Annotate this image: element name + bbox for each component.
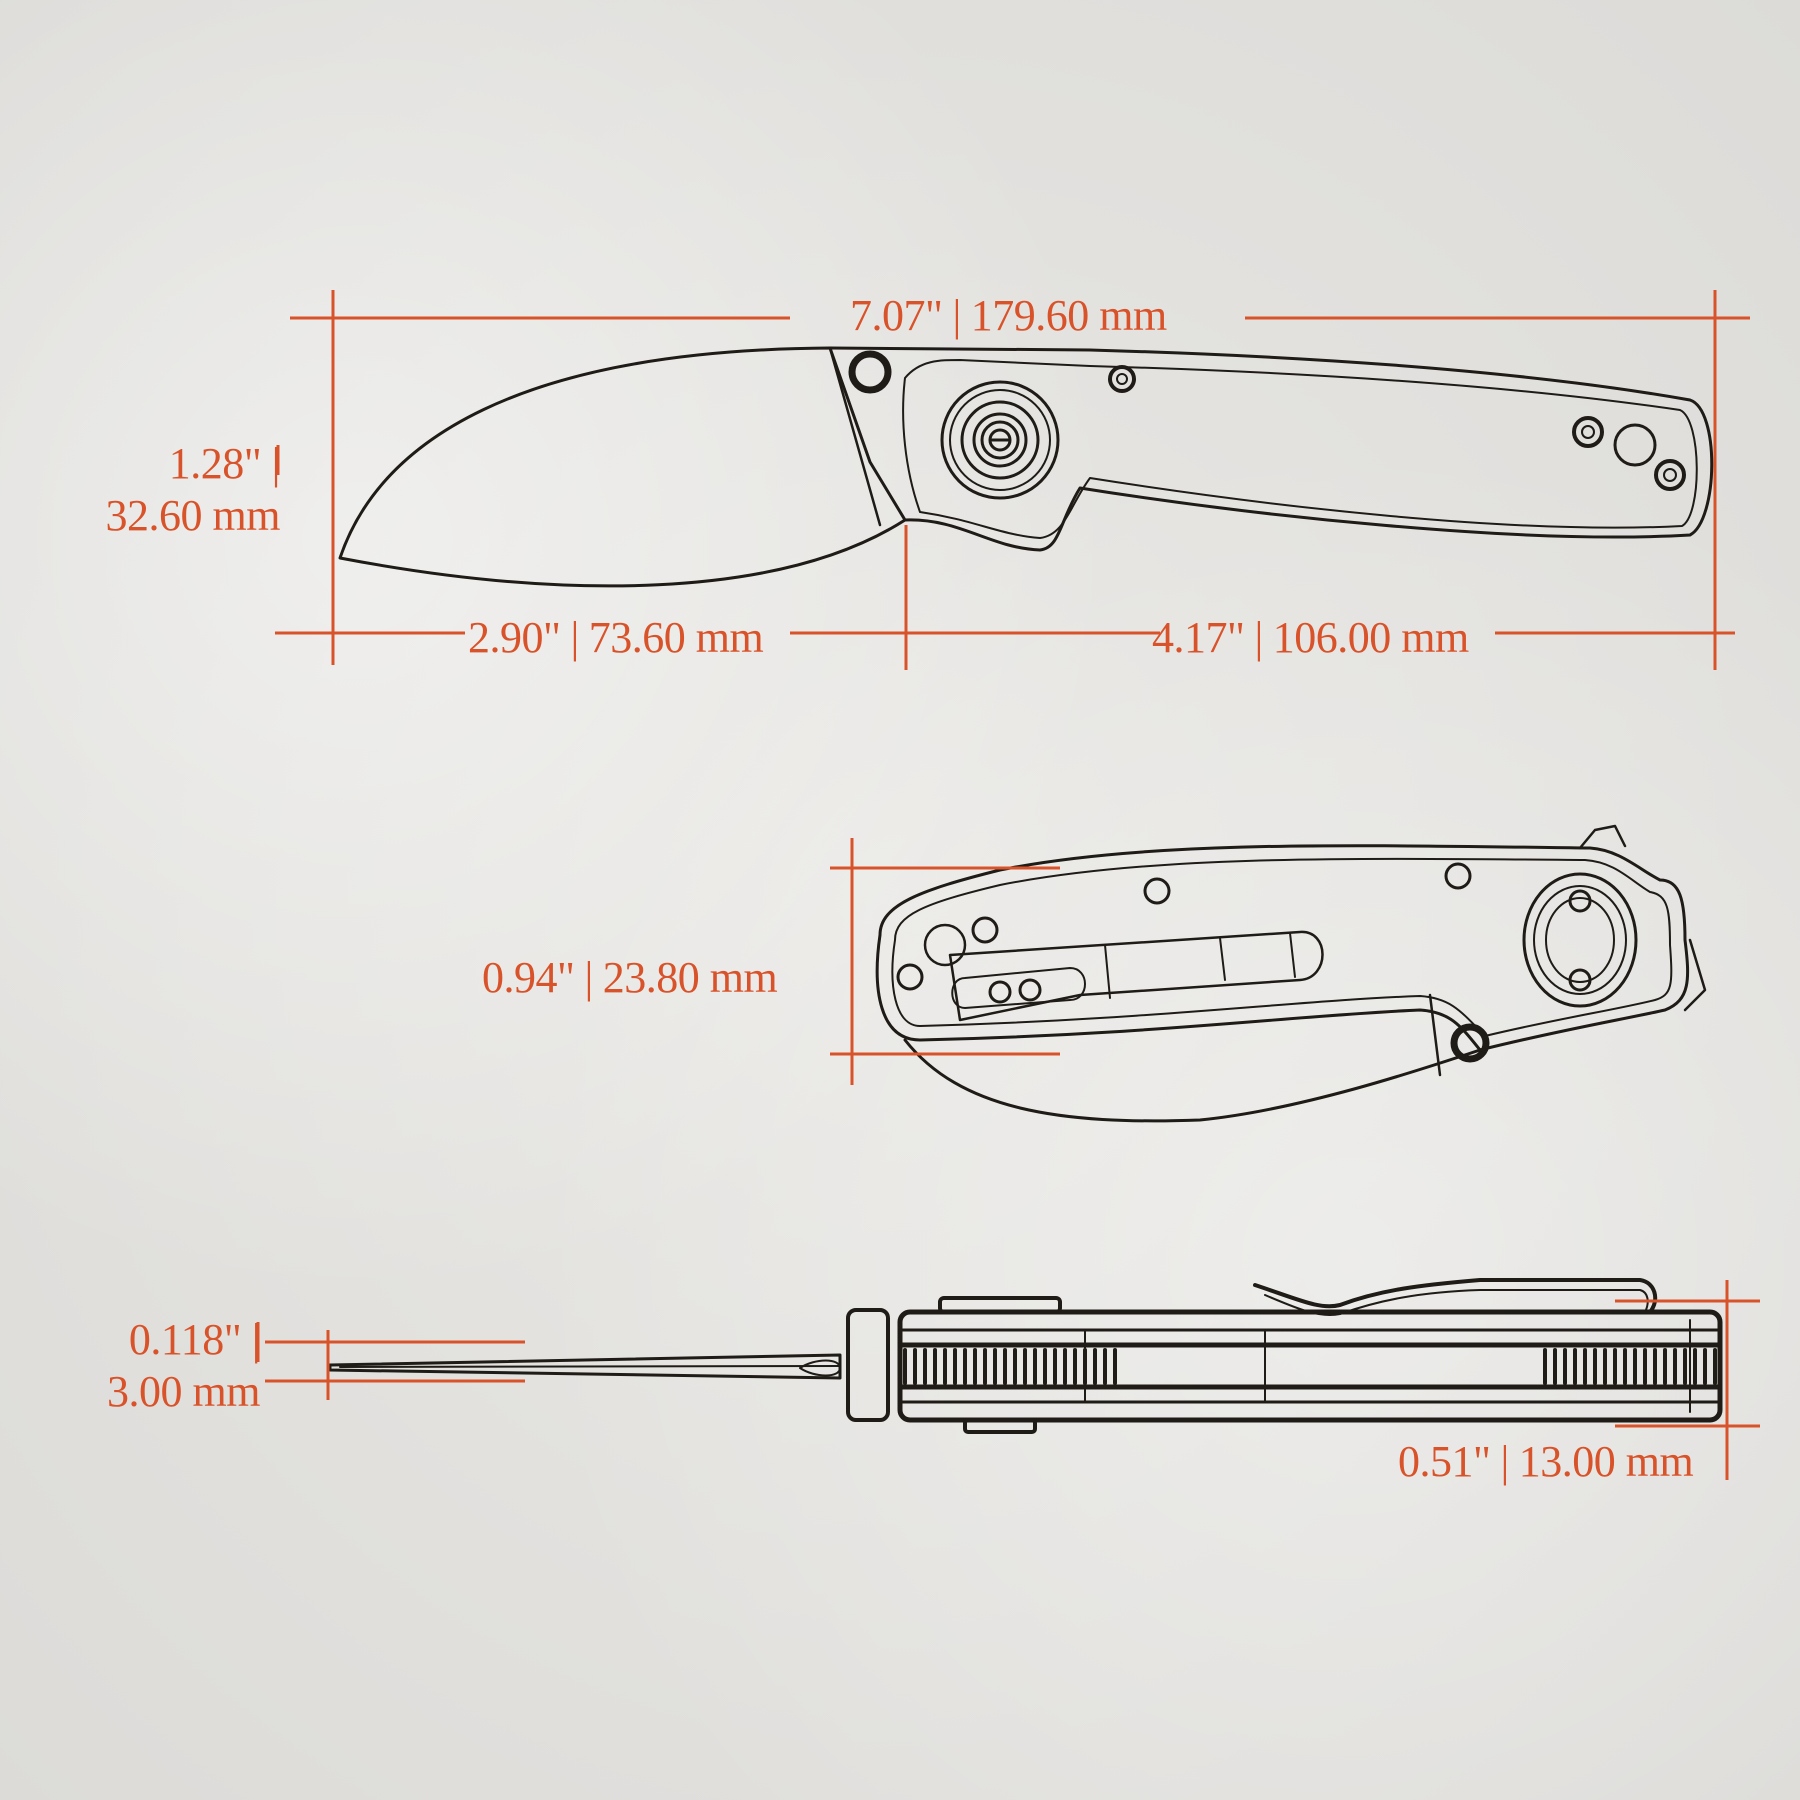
handle-width-label: 0.94"|23.80 mm — [482, 952, 778, 1004]
blade-length-inch: 2.90" — [468, 613, 561, 662]
screw-icon — [1108, 365, 1136, 393]
separator: | — [1500, 1437, 1509, 1486]
blade-outline — [338, 346, 907, 588]
closed-handle-outline — [875, 844, 1690, 1052]
screw-icon — [1444, 862, 1472, 890]
handle-thickness-label: 0.51"|13.00 mm — [1398, 1436, 1694, 1488]
screw-icon — [1654, 459, 1686, 491]
handle-length-mm: 106.00 mm — [1272, 613, 1469, 662]
pocket-clip-spine — [1253, 1278, 1658, 1314]
blade-thickness-label: 0.118" | 3.00 mm — [60, 1314, 260, 1418]
thumb-stud-icon — [848, 350, 892, 394]
screw-icon — [896, 963, 924, 991]
handle-thickness-inch: 0.51" — [1398, 1437, 1491, 1486]
blade-height-mm: 32.60 mm — [105, 491, 281, 540]
blade-height-inch: 1.28" | — [168, 439, 281, 488]
handle-outline — [828, 346, 1714, 552]
knife-spine-top-view — [328, 1278, 1723, 1434]
separator: | — [952, 291, 961, 340]
separator: | — [1254, 613, 1263, 662]
overall-length-mm: 179.60 mm — [970, 291, 1167, 340]
thumb-stud-icon — [1450, 1023, 1490, 1063]
blade-thickness-mm: 3.00 mm — [107, 1367, 260, 1416]
closed-blade-outline — [903, 1038, 1482, 1123]
overall-length-label: 7.07"|179.60 mm — [850, 290, 1167, 342]
lanyard-hole-icon — [923, 923, 967, 967]
clip-screw-icon — [988, 980, 1012, 1004]
handle-thickness-mm: 13.00 mm — [1518, 1437, 1694, 1486]
handle-width-inch: 0.94" — [482, 953, 575, 1002]
pivot-icon — [940, 380, 1060, 500]
pivot-collar — [846, 1308, 890, 1422]
dimension-lines — [256, 290, 1760, 1480]
open-knife-side-view — [338, 346, 1714, 588]
blade-spine-outline — [328, 1353, 842, 1380]
clip-screw-icon — [1018, 978, 1042, 1002]
overall-length-inch: 7.07" — [850, 291, 943, 340]
handle-length-inch: 4.17" — [1152, 613, 1245, 662]
handle-width-mm: 23.80 mm — [602, 953, 778, 1002]
lanyard-hole-icon — [1613, 423, 1657, 467]
screw-icon — [971, 916, 999, 944]
blade-length-label: 2.90"|73.60 mm — [468, 612, 764, 664]
blade-thickness-inch: 0.118" | — [128, 1315, 261, 1364]
screw-icon — [1572, 416, 1604, 448]
pocket-clip-outline — [948, 930, 1324, 1022]
separator: | — [570, 613, 579, 662]
closed-knife-side-view — [875, 824, 1707, 1123]
spacer-texture-left — [903, 1348, 1117, 1385]
handle-length-label: 4.17"|106.00 mm — [1152, 612, 1469, 664]
separator: | — [584, 953, 593, 1002]
pivot-icon — [1522, 872, 1638, 1008]
blade-height-label: 1.28" | 32.60 mm — [70, 438, 281, 542]
spacer-texture-right — [1543, 1348, 1717, 1385]
blade-length-mm: 73.60 mm — [588, 613, 764, 662]
screw-icon — [1143, 877, 1171, 905]
